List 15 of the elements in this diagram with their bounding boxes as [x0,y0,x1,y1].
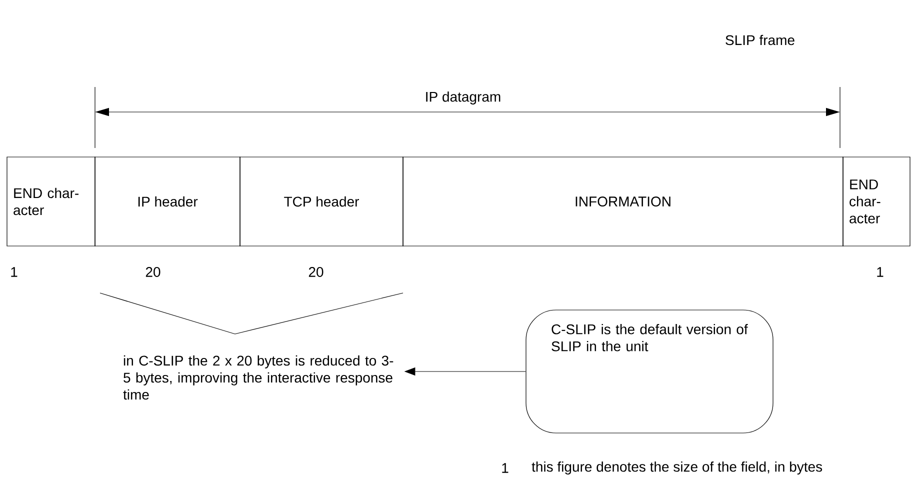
rounded-note-box: C-SLIP is the default version of SLIP in the unit [526,310,774,434]
note-text: in C-SLIP the 2 x 20 bytes is reduced to 3-5 bytes, improving the interactive response time [123,355,394,400]
dimension-label: IP datagram [426,91,500,105]
frame-field: TCP header [240,156,404,246]
frame-field: END char- acter [6,156,96,246]
frame-field: IP header [94,156,240,246]
frame-field: END char- acter [842,156,910,246]
field-size: 1 [877,267,884,277]
title: SLIP frame [726,34,794,46]
footnote-number: 1 [502,463,508,473]
field-size: 20 [308,267,324,277]
frame-field: INFORMATION [402,156,844,246]
footnote-text: this figure denotes the size of the field, in bytes [532,461,822,475]
field-size: 20 [146,267,160,277]
field-size: 1 [11,267,18,277]
